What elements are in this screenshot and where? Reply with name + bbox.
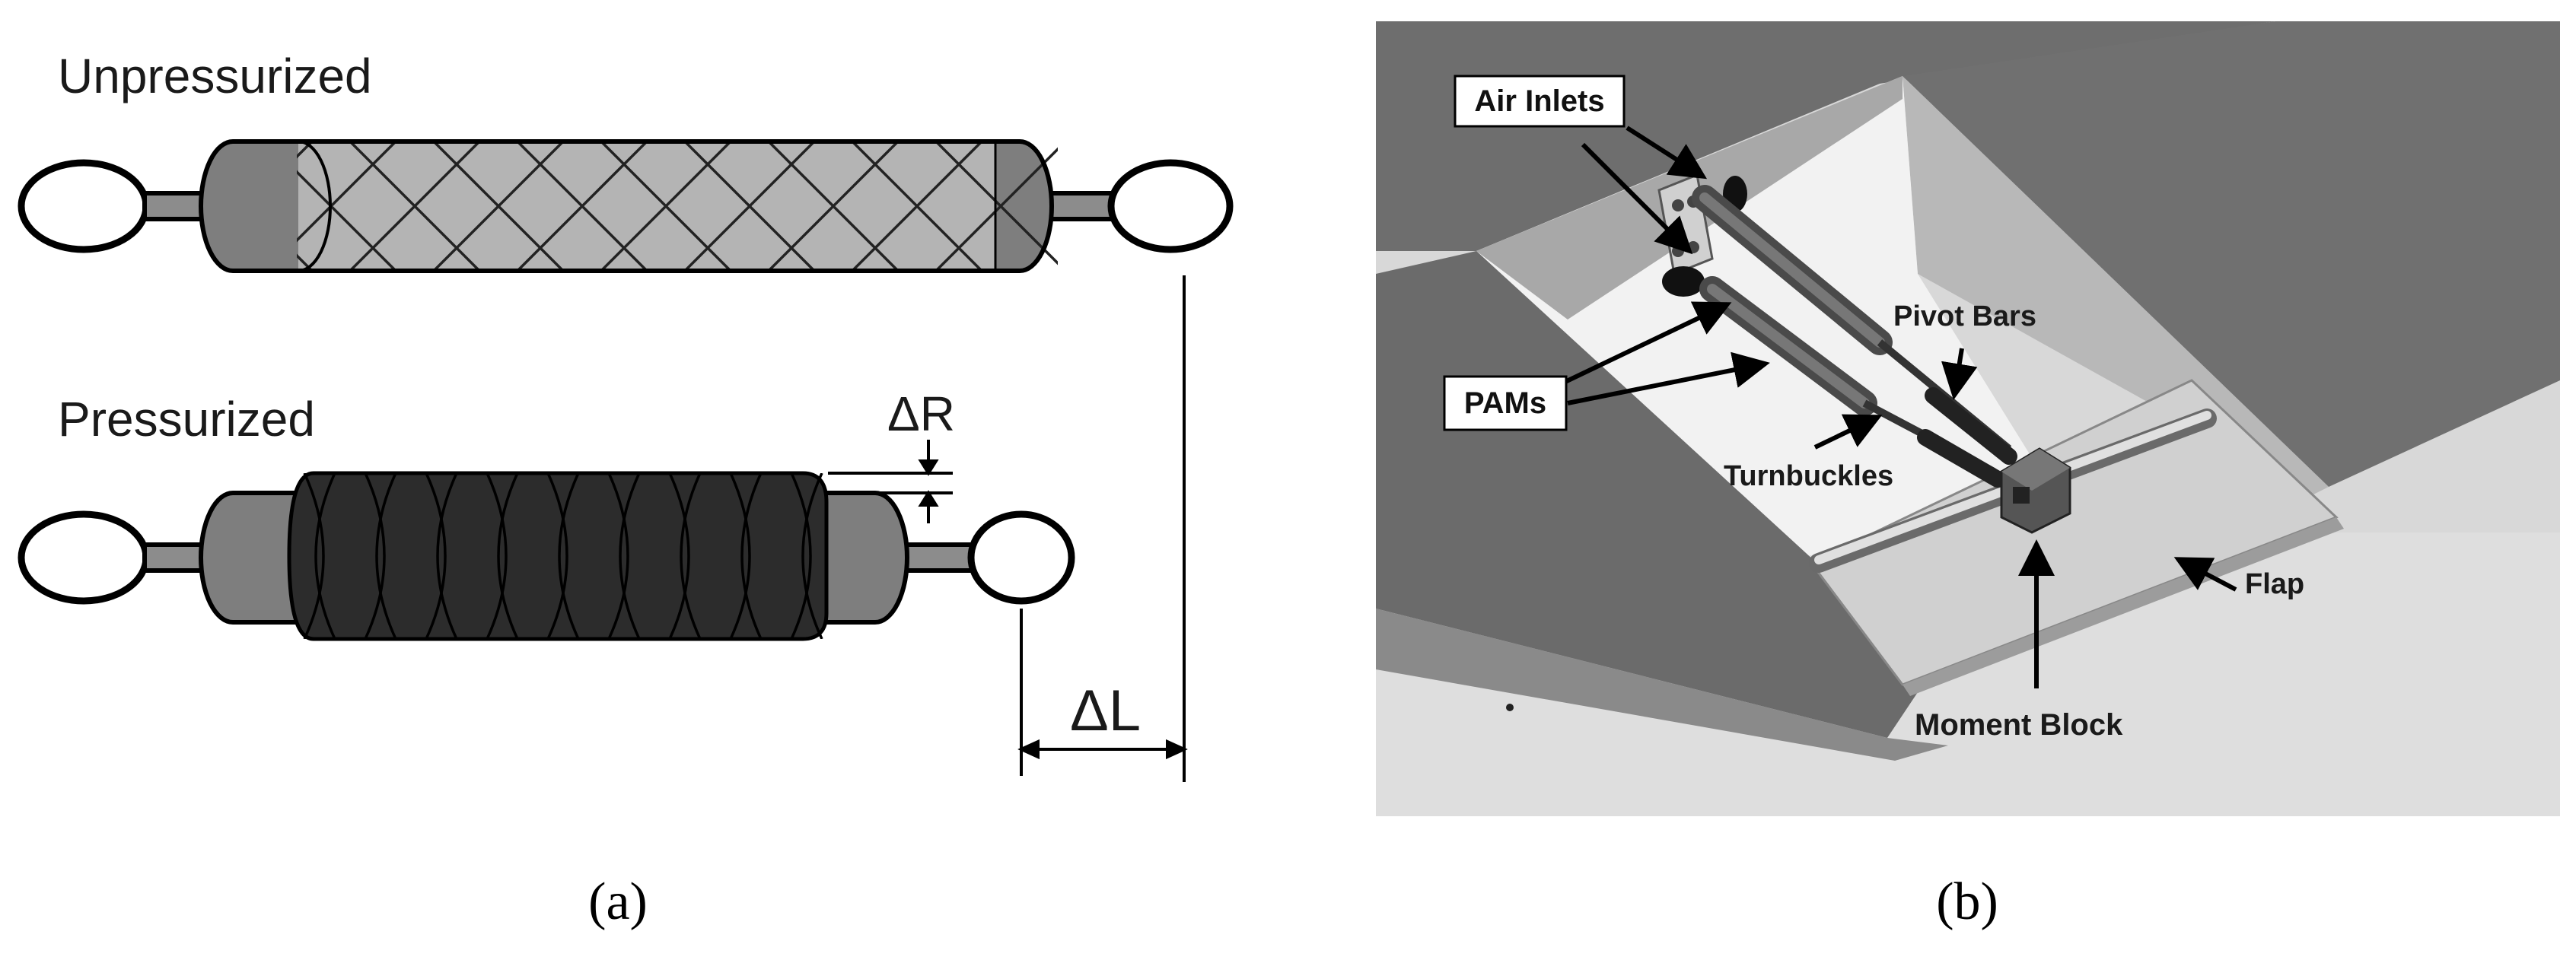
bay-right-wall (1903, 76, 2329, 494)
left-eyelet-ring (18, 159, 150, 253)
fastener-hole (1506, 704, 1514, 711)
wing-left-panel (1376, 251, 1933, 738)
callout-leaders (1551, 126, 2237, 688)
label-delta-r: ΔR (887, 386, 955, 441)
label-pivot-bars: Pivot Bars (1893, 300, 2036, 332)
label-air-inlets: Air Inlets (1474, 84, 1604, 118)
label-box (1443, 375, 1568, 431)
muscle-pressurized (18, 471, 1075, 641)
panel-a: Unpressurized Pressurized ΔR (18, 49, 1234, 931)
label-pressurized: Pressurized (58, 392, 315, 447)
pivot-bar-upper (1925, 387, 2017, 465)
caption-b: (b) (1936, 873, 1998, 931)
pam-upper-shade (1699, 192, 1885, 348)
braid-mesh (297, 141, 1058, 271)
label-unpressurized: Unpressurized (58, 49, 372, 103)
braided-sleeve (298, 141, 995, 271)
sleeve-left-edge (298, 140, 332, 272)
moment-block (2000, 447, 2071, 534)
label-flap: Flap (2245, 568, 2304, 600)
delta-r-dimension (828, 440, 953, 523)
right-eyelet-ring (967, 510, 1075, 605)
braid-mesh (303, 473, 823, 639)
pivot-bar-lower (1917, 429, 2006, 488)
label-pams: PAMs (1464, 386, 1546, 420)
inflated-sleeve (287, 471, 829, 641)
label-box (1454, 75, 1626, 128)
label-moment-block: Moment Block (1915, 708, 2123, 742)
callout-air-inlets: Air Inlets (1454, 75, 1626, 128)
label-delta-l: ΔL (1070, 679, 1141, 743)
flap-edge (1903, 517, 2344, 696)
muscle-unpressurized (18, 139, 1234, 273)
label-turnbuckles: Turnbuckles (1724, 460, 1893, 492)
callout-pams: PAMs (1443, 375, 1568, 431)
delta-l-dimension (1017, 275, 1188, 782)
panel-b: Air Inlets PAMs Pivot Bars Turnbuckles F… (1376, 21, 2560, 931)
caption-a: (a) (588, 873, 648, 931)
left-eyelet-ring (18, 510, 150, 605)
pam-lower-shade (1707, 284, 1870, 408)
wing-left-bevel (1376, 609, 1948, 761)
right-eyelet-ring (1107, 159, 1234, 253)
muscle-outline (199, 139, 1054, 273)
wing-right-panel (1903, 21, 2560, 487)
